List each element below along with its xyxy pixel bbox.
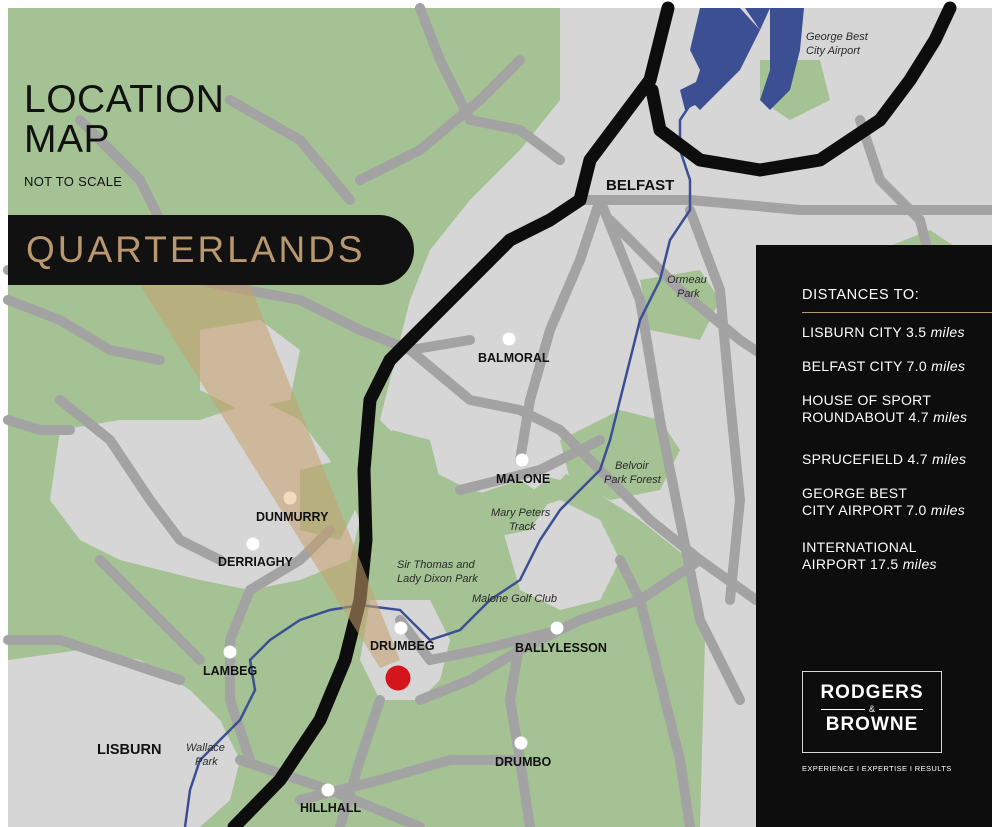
distance-place: INTERNATIONAL: [802, 539, 917, 555]
distance-place: HOUSE OF SPORT: [802, 392, 932, 408]
distance-place: GEORGE BEST: [802, 485, 908, 501]
dot-lambeg: [223, 645, 237, 659]
label-ormeau-line1: Ormeau: [667, 274, 707, 286]
dot-drumbeg: [394, 621, 408, 635]
distance-house-of-sport: HOUSE OF SPORT ROUNDABOUT 4.7 miles: [802, 392, 967, 426]
distance-unit: miles: [931, 358, 966, 374]
title-line2: MAP: [24, 118, 111, 161]
distance-place: SPRUCEFIELD: [802, 451, 904, 467]
label-lambeg: LAMBEG: [203, 664, 257, 678]
village-dots: [223, 332, 564, 797]
label-airport-line2: City Airport: [806, 45, 861, 57]
distance-value: 3.5: [906, 324, 927, 340]
label-wallace-line1: Wallace: [186, 742, 225, 754]
label-malone: MALONE: [496, 472, 550, 486]
heading-divider: [802, 312, 992, 313]
distance-sprucefield: SPRUCEFIELD 4.7 miles: [802, 451, 966, 468]
distance-unit: miles: [902, 556, 937, 572]
development-banner: QUARTERLANDS: [8, 215, 414, 285]
distance-place: LISBURN CITY: [802, 324, 902, 340]
quarterlands-location-marker[interactable]: [385, 665, 411, 691]
distance-international-airport: INTERNATIONAL AIRPORT 17.5 miles: [802, 539, 937, 573]
label-wallace-line2: Park: [195, 756, 218, 768]
distance-place: BELFAST CITY: [802, 358, 903, 374]
map-subtitle: NOT TO SCALE: [24, 174, 123, 189]
label-marypeters-line1: Mary Peters: [491, 507, 551, 519]
label-airport-line1: George Best: [806, 31, 869, 43]
belfast-lough: [680, 8, 804, 110]
title-line1: LOCATION: [24, 78, 225, 121]
distance-value: 7.0: [906, 502, 927, 518]
label-golf-club: Malone Golf Club: [472, 593, 557, 605]
label-lisburn: LISBURN: [97, 742, 161, 758]
label-dixon-line2: Lady Dixon Park: [397, 573, 478, 585]
label-ormeau-line2: Park: [677, 288, 700, 300]
label-drumbo: DRUMBO: [495, 755, 552, 769]
label-dixon-line1: Sir Thomas and: [397, 559, 476, 571]
dot-derriaghy: [246, 537, 260, 551]
label-hillhall: HILLHALL: [300, 801, 361, 815]
label-ballylesson: BALLYLESSON: [515, 641, 607, 655]
distance-george-best-airport: GEORGE BEST CITY AIRPORT 7.0 miles: [802, 485, 965, 519]
dot-ballylesson: [550, 621, 564, 635]
logo-line2: BROWNE: [825, 714, 919, 735]
label-drumbeg: DRUMBEG: [370, 639, 435, 653]
rodgers-browne-logo: RODGERS & BROWNE: [802, 671, 942, 753]
distances-panel: DISTANCES TO: LISBURN CITY 3.5 miles BEL…: [756, 245, 992, 827]
logo-line1: RODGERS: [820, 682, 924, 703]
map-title: LOCATION MAP NOT TO SCALE: [24, 78, 225, 190]
label-belfast: BELFAST: [606, 177, 674, 194]
distance-unit: miles: [932, 451, 967, 467]
dot-malone: [515, 453, 529, 467]
label-derriaghy: DERRIAGHY: [218, 555, 294, 569]
distance-value: 4.7: [907, 451, 928, 467]
quarterlands-pointer: [140, 285, 400, 668]
dot-dunmurry: [283, 491, 297, 505]
logo-tagline: EXPERIENCE I EXPERTISE I RESULTS: [802, 764, 952, 773]
label-marypeters-line2: Track: [509, 521, 536, 533]
distance-place: CITY AIRPORT: [802, 502, 903, 518]
label-belvoir-line1: Belvoir: [615, 460, 650, 472]
distance-value: 4.7: [908, 409, 929, 425]
logo-ampersand: &: [803, 704, 941, 714]
distances-heading: DISTANCES TO:: [802, 287, 920, 303]
dot-balmoral: [502, 332, 516, 346]
dot-hillhall: [321, 783, 335, 797]
distance-belfast-city: BELFAST CITY 7.0 miles: [802, 358, 965, 375]
river-lagan: [183, 59, 722, 827]
label-dunmurry: DUNMURRY: [256, 510, 329, 524]
dot-drumbo: [514, 736, 528, 750]
label-balmoral: BALMORAL: [478, 351, 550, 365]
distance-value: 17.5: [870, 556, 899, 572]
distance-unit: miles: [933, 409, 968, 425]
development-name: QUARTERLANDS: [26, 229, 366, 270]
label-belvoir-line2: Park Forest: [604, 474, 662, 486]
distance-value: 7.0: [906, 358, 927, 374]
distance-lisburn-city: LISBURN CITY 3.5 miles: [802, 324, 965, 341]
distance-place: ROUNDABOUT: [802, 409, 905, 425]
distance-unit: miles: [930, 324, 965, 340]
distance-unit: miles: [930, 502, 966, 518]
motorways: [227, 1, 957, 827]
distance-place: AIRPORT: [802, 556, 866, 572]
